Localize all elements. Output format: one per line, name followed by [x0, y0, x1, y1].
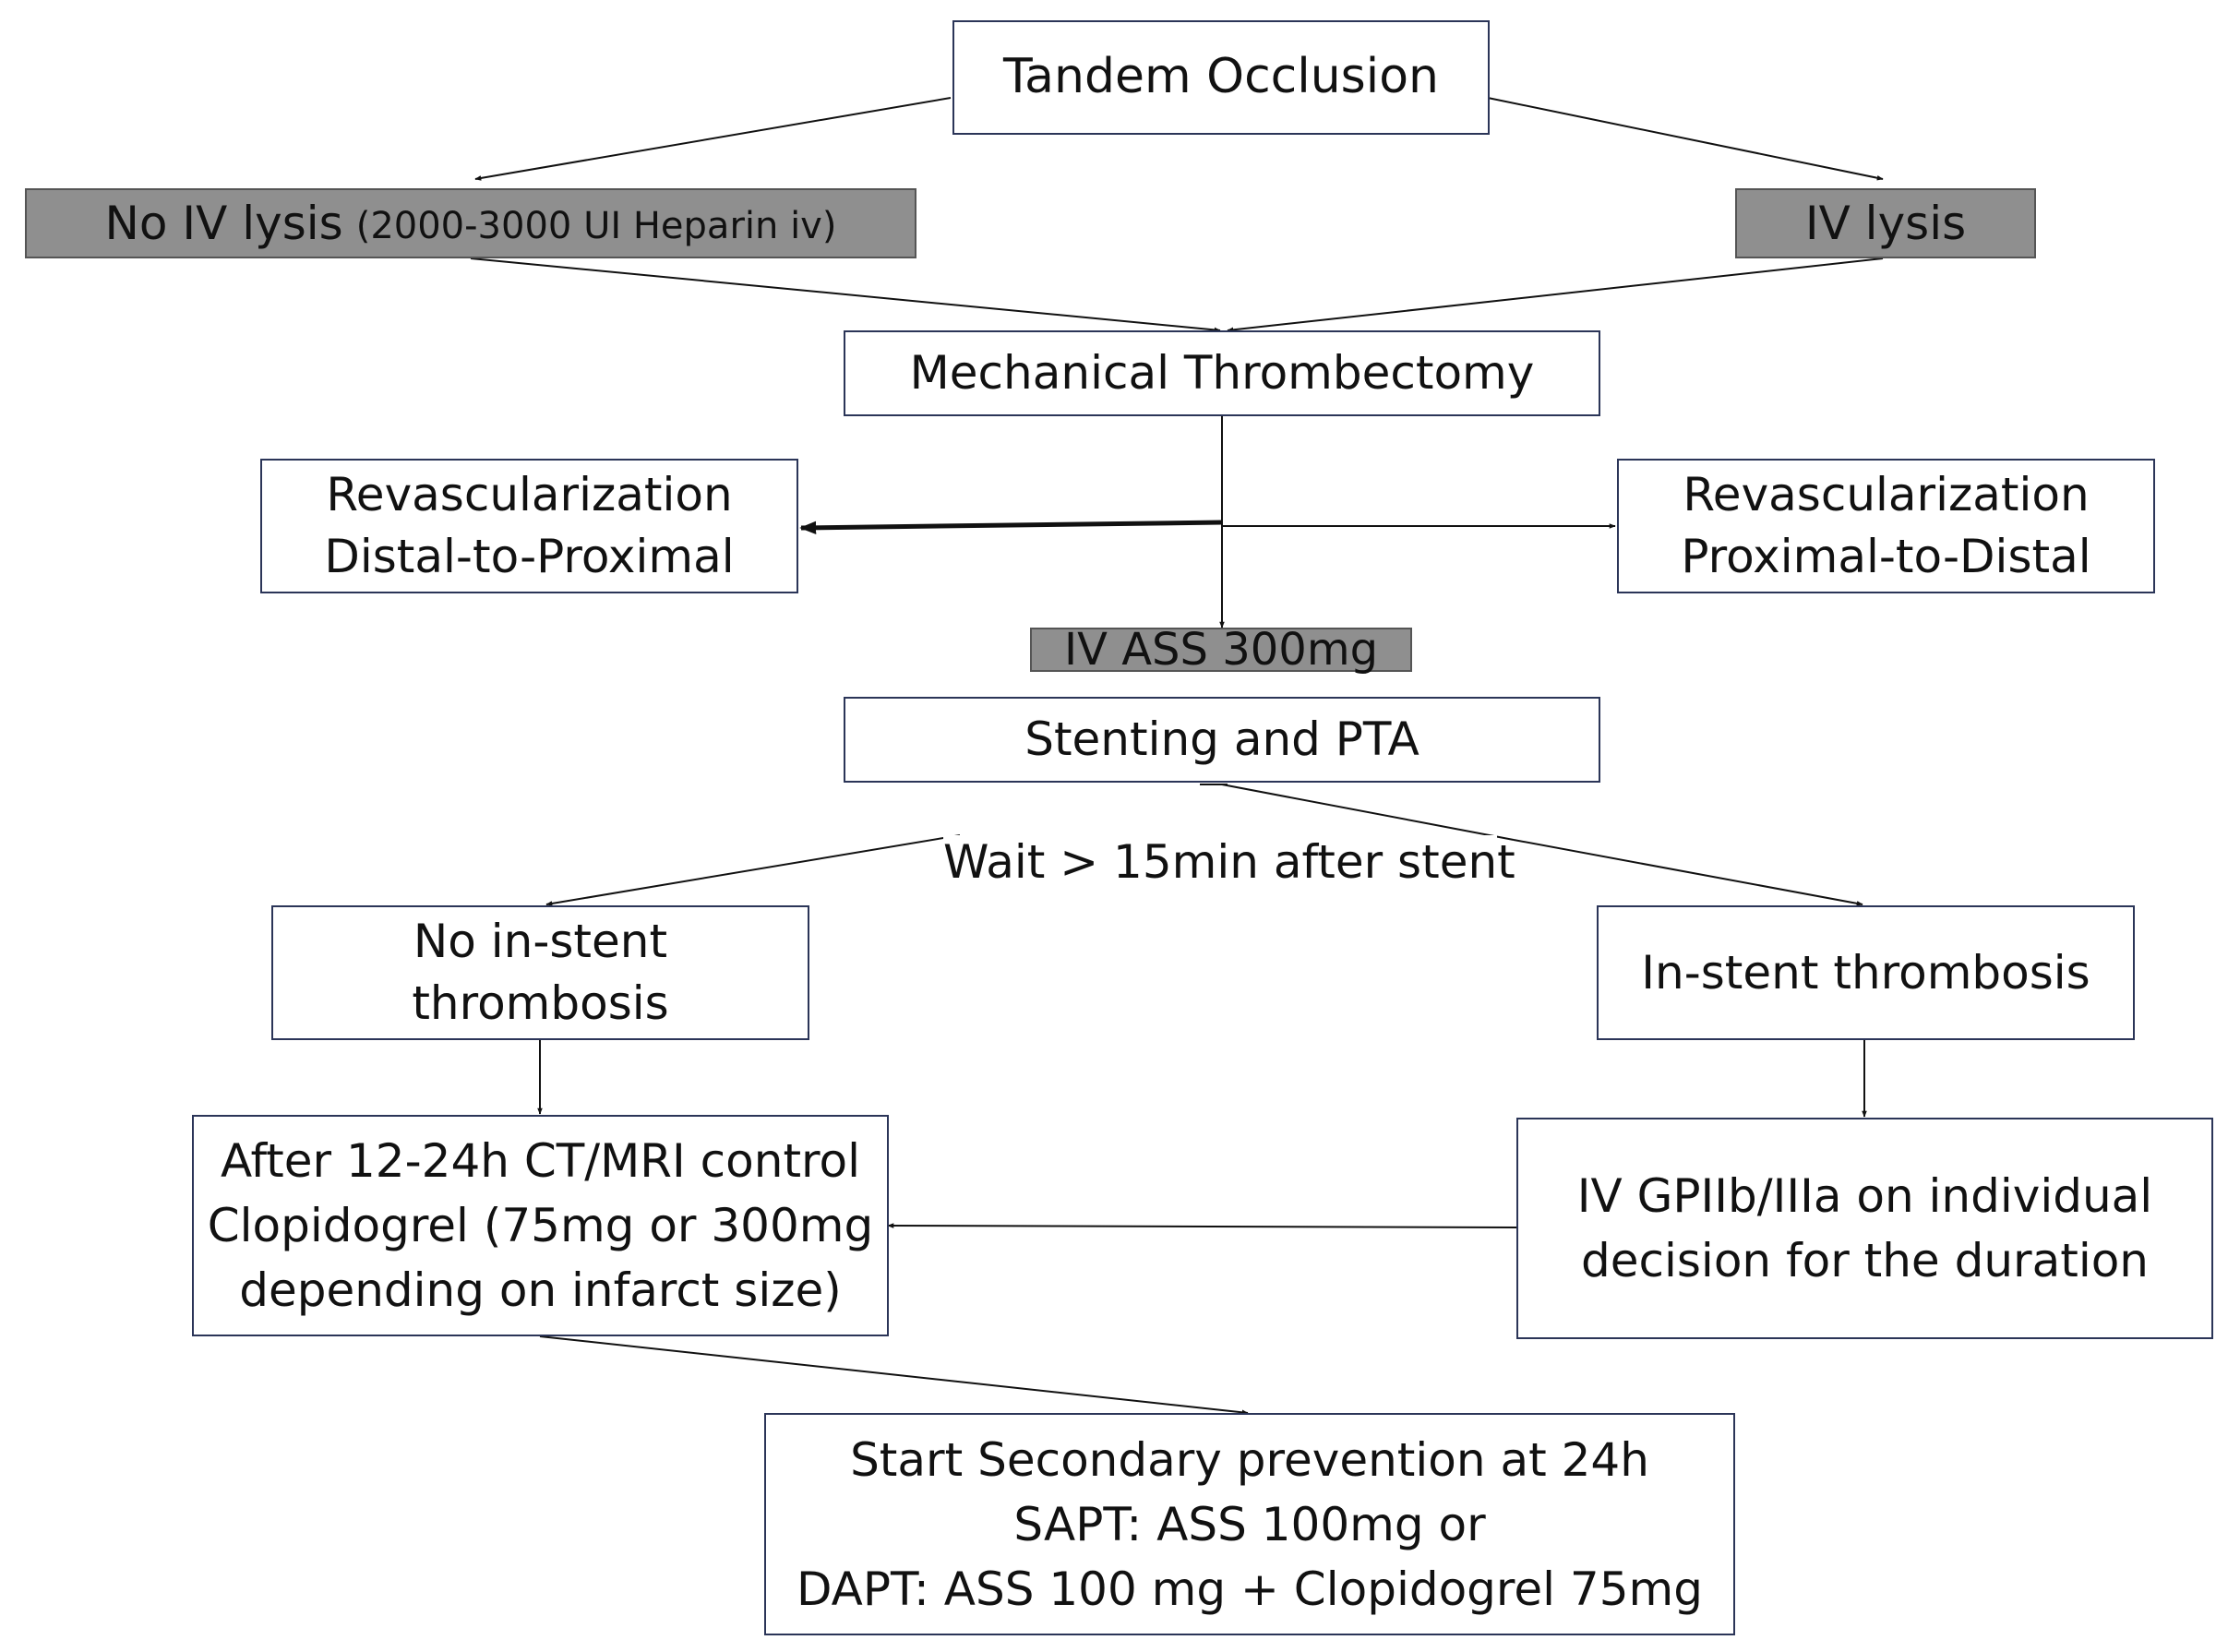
node-revasc-p2d-line1: Revascularization	[1683, 467, 2090, 521]
node-secondary-line3: DAPT: ASS 100 mg + Clopidogrel 75mg	[797, 1562, 1703, 1616]
node-secondary-line1: Start Secondary prevention at 24h	[850, 1432, 1649, 1487]
node-secondary-prevention: Start Secondary prevention at 24h SAPT: …	[764, 1413, 1735, 1635]
node-after-control-line2: Clopidogrel (75mg or 300mg	[207, 1199, 874, 1252]
node-after-control-line1: After 12-24h CT/MRI control	[221, 1134, 860, 1188]
arrow-tandem-to-no-lysis	[474, 97, 952, 181]
node-revasc-d2p-line2: Distal-to-Proximal	[324, 530, 735, 583]
node-iv-lysis: IV lysis	[1735, 188, 2036, 258]
node-in-stent-thrombosis-text: In-stent thrombosis	[1641, 945, 2090, 1000]
node-iv-lysis-text: IV lysis	[1804, 196, 1967, 250]
node-revascularization-distal-to-proximal: Revascularization Distal-to-Proximal	[260, 459, 798, 593]
arrow-stenting-to-thrombosis	[1513, 839, 1863, 906]
node-no-in-stent-thrombosis: No in-stent thrombosis	[271, 905, 809, 1040]
node-revascularization-proximal-to-distal: Revascularization Proximal-to-Distal	[1617, 459, 2155, 593]
node-revasc-p2d-line2: Proximal-to-Distal	[1681, 530, 2091, 583]
arrow-gp-to-after-control	[887, 1223, 1517, 1228]
node-after-control-line3: depending on infarct size)	[239, 1263, 842, 1317]
node-no-thrombosis-line1: No in-stent	[413, 914, 668, 968]
node-secondary-line2: SAPT: ASS 100mg or	[1013, 1497, 1486, 1551]
node-no-iv-lysis: No IV lysis (2000-3000 UI Heparin iv)	[25, 188, 916, 258]
node-stenting-and-pta-text: Stenting and PTA	[1024, 712, 1419, 766]
label-wait-after-stent-text: Wait > 15min after stent	[943, 835, 1515, 889]
node-in-stent-thrombosis: In-stent thrombosis	[1597, 905, 2135, 1040]
node-no-iv-lysis-text: No IV lysis	[104, 196, 343, 250]
node-no-iv-lysis-note: (2000-3000 UI Heparin iv)	[355, 205, 837, 247]
line-ass-to-stenting-top2	[1221, 784, 1515, 841]
arrow-tandem-to-iv-lysis	[1487, 97, 1884, 181]
node-no-thrombosis-line2: thrombosis	[412, 976, 669, 1030]
arrow-to-revasc-distal	[799, 520, 1223, 534]
node-revasc-d2p-line1: Revascularization	[326, 467, 733, 521]
arrow-no-lysis-to-mechanical	[470, 257, 1221, 333]
node-gp-line2: decision for the duration	[1581, 1234, 2149, 1287]
node-iv-ass-300mg-text: IV ASS 300mg	[1063, 623, 1379, 676]
node-gp-line1: IV GPIIb/IIIa on individual	[1576, 1169, 2153, 1223]
node-tandem-occlusion: Tandem Occlusion	[952, 20, 1490, 135]
arrow-after-control-to-secondary	[539, 1335, 1249, 1416]
node-iv-gpiib-iiia: IV GPIIb/IIIa on individual decision for…	[1516, 1118, 2213, 1339]
node-stenting-and-pta: Stenting and PTA	[844, 697, 1600, 783]
label-wait-after-stent: Wait > 15min after stent	[943, 835, 1515, 889]
node-iv-ass-300mg: IV ASS 300mg	[1030, 624, 1412, 676]
arrow-stenting-to-no-thrombosis	[545, 834, 961, 906]
node-after-ct-mri-control: After 12-24h CT/MRI control Clopidogrel …	[192, 1115, 889, 1336]
node-mechanical-thrombectomy-text: Mechanical Thrombectomy	[909, 346, 1535, 400]
node-tandem-occlusion-text: Tandem Occlusion	[1003, 49, 1439, 105]
node-mechanical-thrombectomy: Mechanical Thrombectomy	[844, 330, 1600, 416]
arrow-iv-lysis-to-mechanical	[1227, 257, 1884, 333]
